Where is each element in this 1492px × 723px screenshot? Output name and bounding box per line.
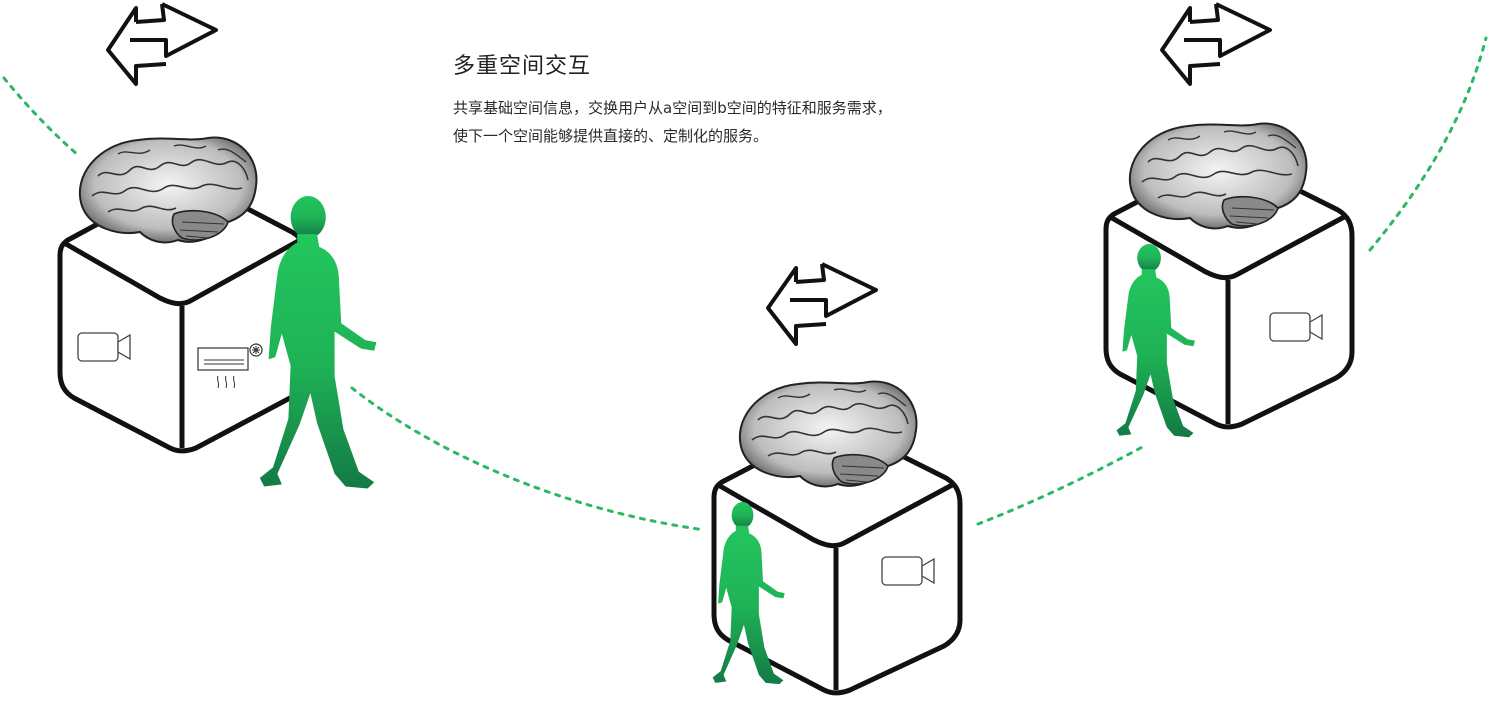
space-cube-a <box>57 136 309 454</box>
space-cube-b <box>711 380 963 696</box>
diagram-heading: 多重空间交互 <box>453 54 592 79</box>
exchange-arrows-icon <box>106 2 218 86</box>
air-conditioner-icon <box>197 343 263 389</box>
description-line-1: 共享基础空间信息，交换用户从a空间到b空间的特征和服务需求， <box>453 99 892 117</box>
space-cube-c <box>1103 122 1355 430</box>
description-line-2: 使下一个空间能够提供直接的、定制化的服务。 <box>453 127 769 145</box>
exchange-arrows-icon <box>766 262 878 346</box>
description-text: 共享基础空间信息，交换用户从a空间到b空间的特征和服务需求， 使下一个空间能够提… <box>453 94 1013 150</box>
exchange-arrows-icon <box>1160 2 1272 86</box>
dotted-connection-path <box>2 36 1488 532</box>
description-block: 多重空间交互 共享基础空间信息，交换用户从a空间到b空间的特征和服务需求， 使下… <box>453 48 1013 150</box>
